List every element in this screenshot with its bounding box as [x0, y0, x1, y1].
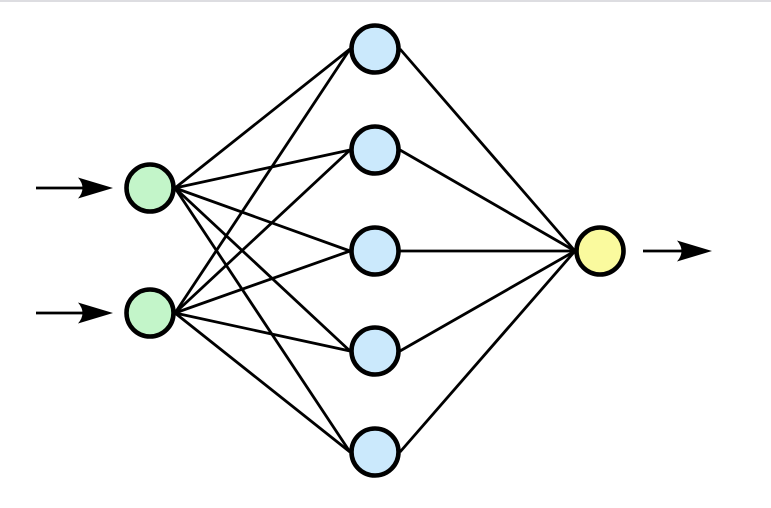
edge-line	[398, 250, 577, 453]
input-node	[124, 162, 176, 214]
hidden-node	[349, 325, 401, 377]
hidden-node	[349, 23, 401, 75]
edge-line	[174, 311, 351, 454]
output-node	[574, 225, 626, 277]
hidden-node	[349, 225, 401, 277]
edge-line	[398, 48, 577, 252]
edge-line	[174, 148, 351, 315]
edge-line	[399, 249, 576, 353]
hidden-node	[349, 426, 401, 478]
edge-line	[174, 186, 351, 253]
edge-line	[174, 249, 351, 315]
window-top-border	[0, 0, 771, 2]
edge-line	[173, 187, 352, 453]
input-node	[124, 287, 176, 339]
edge-line	[174, 47, 351, 190]
input-arrow-top-head	[78, 177, 113, 199]
edge-line	[174, 186, 351, 353]
input-arrow-bottom-head	[78, 302, 113, 324]
output-arrow-head	[677, 240, 712, 262]
edge-line	[173, 48, 352, 314]
edge-line	[399, 148, 576, 253]
edge-line	[174, 311, 351, 353]
hidden-node	[349, 124, 401, 176]
edge-line	[174, 148, 351, 190]
